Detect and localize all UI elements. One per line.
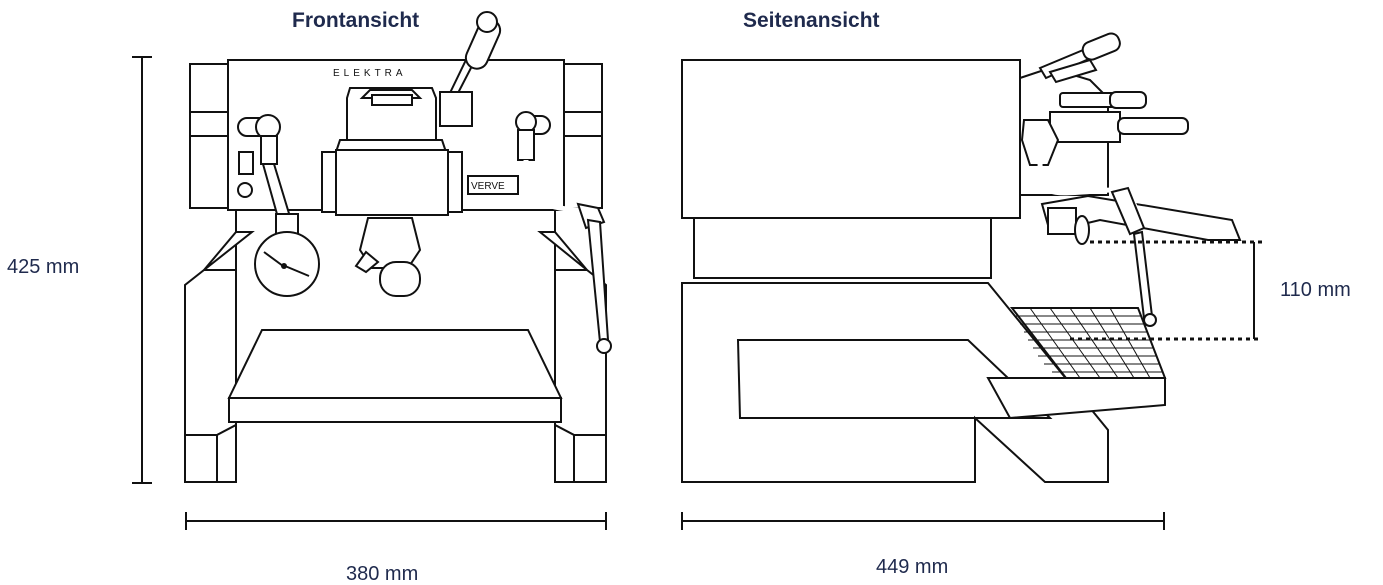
- side-view-title: Seitenansicht: [743, 9, 880, 32]
- front-portafilter: [354, 217, 422, 297]
- front-left-leg: [184, 269, 237, 483]
- front-left-panel: [189, 63, 229, 209]
- front-indicator-light: [237, 182, 253, 198]
- side-body: [681, 59, 1021, 219]
- side-view: [681, 32, 1242, 483]
- front-right-knob: [515, 111, 612, 354]
- front-drip-tray: [227, 329, 563, 423]
- height-label: 425 mm: [7, 256, 79, 278]
- side-column: [693, 217, 992, 279]
- front-width-dimension-line: [185, 512, 607, 530]
- front-lever: [439, 11, 502, 127]
- cup-clearance-label: 110 mm: [1280, 279, 1351, 301]
- front-view-title: Frontansicht: [292, 9, 419, 32]
- side-depth-dimension-line: [681, 512, 1165, 530]
- front-left-knob: [237, 114, 296, 234]
- front-width-label: 380 mm: [346, 563, 418, 585]
- verve-badge-text: VERVE: [471, 181, 505, 192]
- pressure-gauge: [254, 213, 320, 297]
- verve-badge: [467, 175, 519, 195]
- front-right-panel: [563, 63, 603, 209]
- side-group-head: [1019, 32, 1189, 196]
- front-group-head: [321, 87, 463, 216]
- side-depth-label: 449 mm: [876, 556, 948, 578]
- height-dimension-line: [132, 56, 152, 484]
- front-switch: [238, 151, 254, 175]
- side-drip-tray: [986, 307, 1167, 420]
- cup-clearance-dimension-line: [1070, 240, 1262, 341]
- elektra-logo: ELEKTRA: [333, 68, 407, 79]
- side-steam-wand: [1037, 159, 1157, 327]
- front-view: ELEKTRA VERVE: [184, 11, 612, 483]
